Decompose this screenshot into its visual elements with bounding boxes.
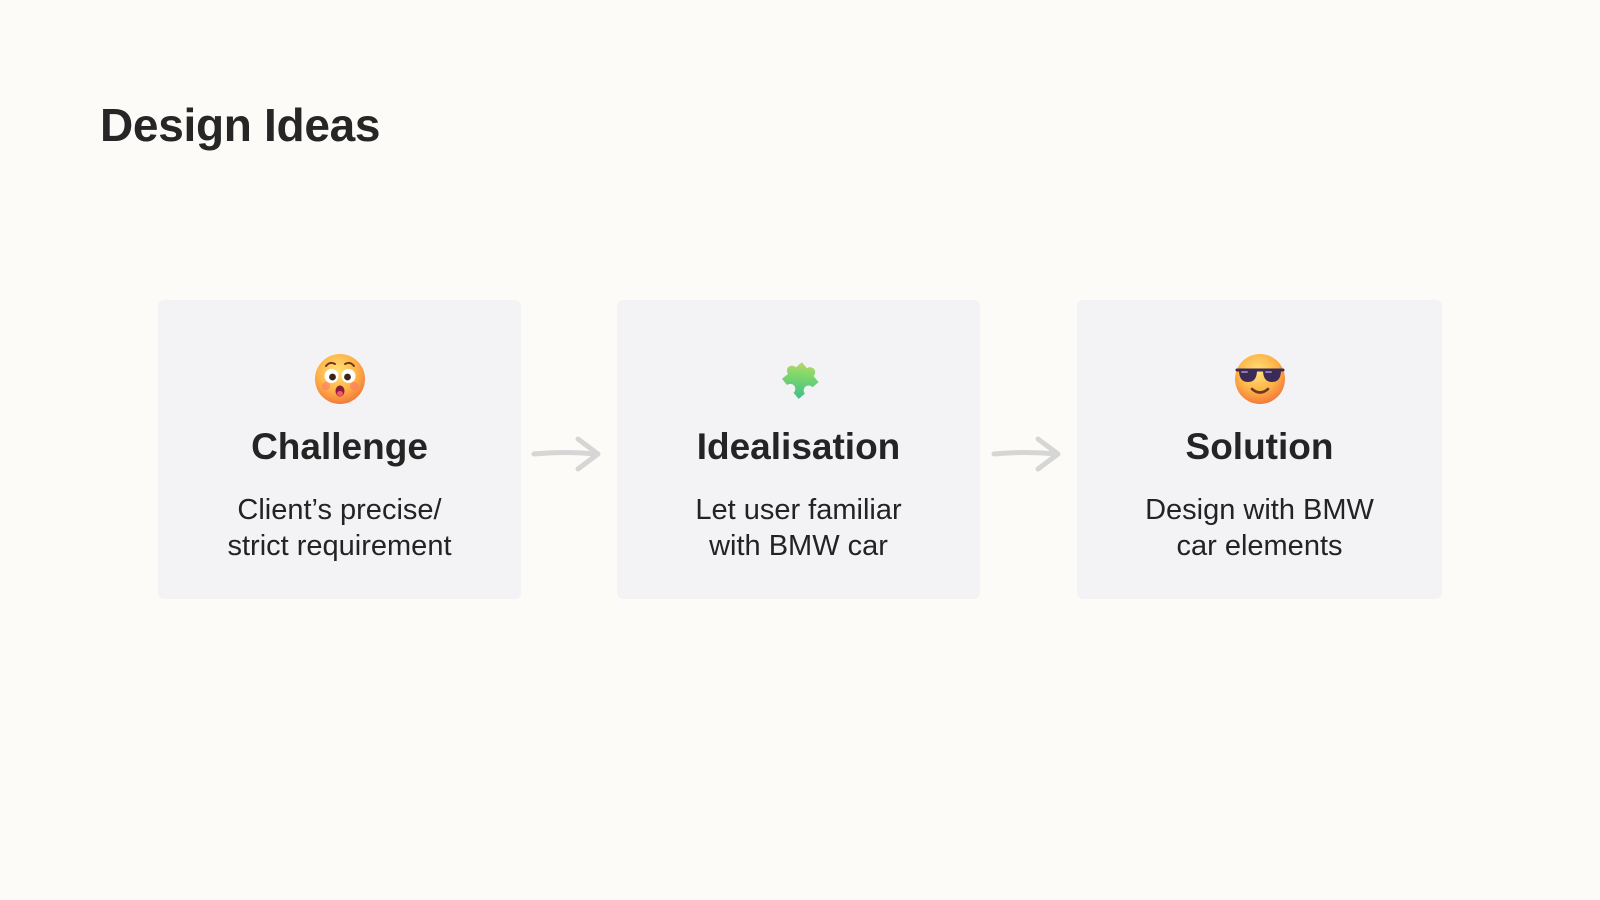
step-description: Design with BMW car elements — [1087, 492, 1432, 564]
step-description-line: car elements — [1176, 530, 1343, 562]
astonished-face-icon — [313, 352, 367, 406]
step-description-line: Client’s precise/ — [237, 494, 442, 526]
step-card-solution: Solution Design with BMW car elements — [1077, 300, 1442, 599]
sunglasses-face-icon — [1233, 352, 1287, 406]
step-card-idealisation: Idealisation Let user familiar with BMW … — [617, 300, 980, 599]
arrow-right-icon — [990, 432, 1066, 476]
puzzle-piece-icon — [772, 352, 826, 406]
step-description-line: with BMW car — [709, 530, 888, 562]
arrow-right-icon — [530, 432, 606, 476]
step-title: Challenge — [251, 426, 428, 467]
step-description-line: Design with BMW — [1145, 494, 1374, 526]
step-title: Idealisation — [696, 426, 901, 467]
page-title: Design Ideas — [100, 99, 381, 151]
step-description-line: strict requirement — [227, 530, 452, 562]
step-title: Solution — [1185, 426, 1334, 467]
step-description: Let user familiar with BMW car — [627, 492, 970, 564]
step-description-line: Let user familiar — [695, 494, 902, 526]
step-card-challenge: Challenge Client’s precise/ strict requi… — [158, 300, 521, 599]
step-description: Client’s precise/ strict requirement — [168, 492, 511, 564]
